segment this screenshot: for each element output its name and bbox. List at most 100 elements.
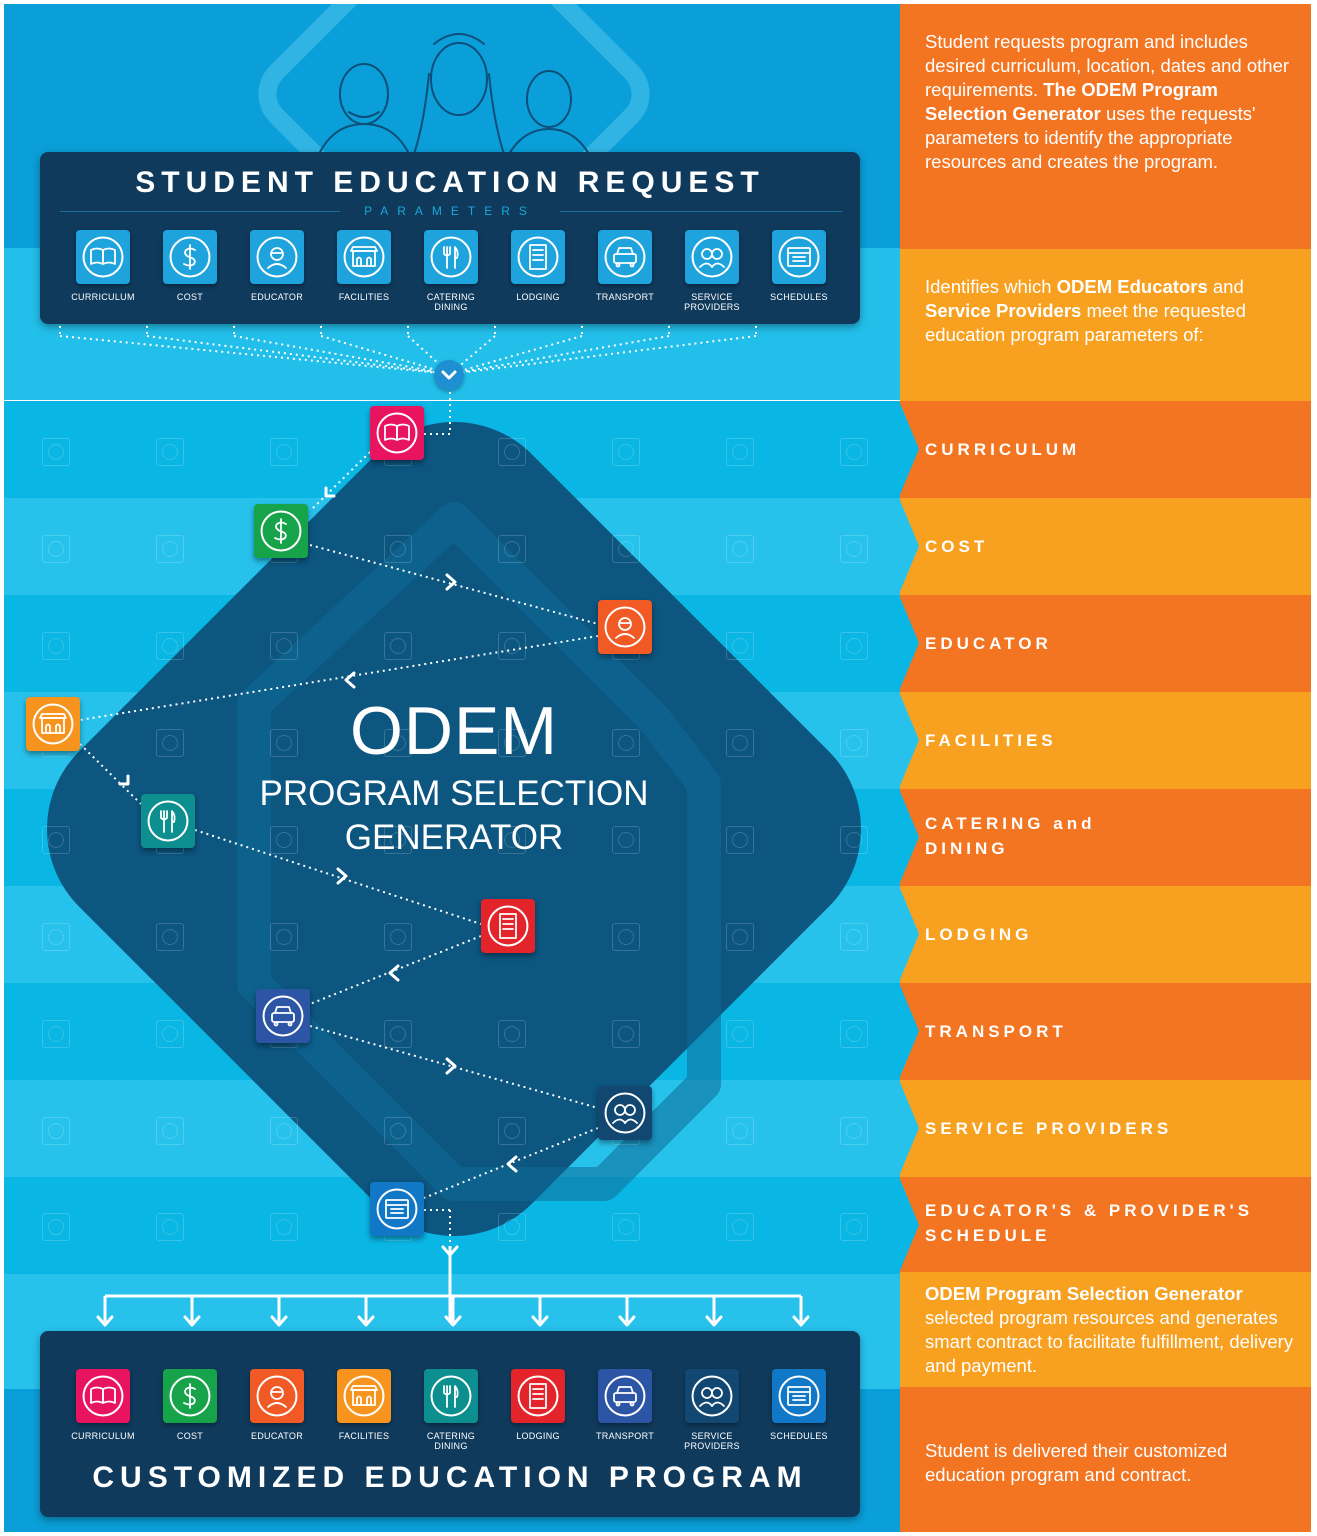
ghost-icon: [498, 1117, 526, 1145]
ghost-icon: [612, 729, 640, 757]
step-educator-tile: [598, 600, 652, 654]
dotted-connector: [423, 1127, 599, 1199]
people-icon: [685, 1369, 739, 1423]
ghost-icon: [384, 826, 412, 854]
dotted-connector: [449, 335, 757, 375]
ghost-icon: [840, 729, 868, 757]
param-item-educator: EDUCATOR: [234, 1369, 320, 1441]
param-item-service-providers: SERVICE PROVIDERS: [669, 1369, 755, 1451]
intro-text: Student requests program and includes de…: [925, 30, 1295, 174]
ghost-icon: [270, 826, 298, 854]
sidebar-row-1: CURRICULUM: [900, 401, 1311, 498]
ghost-icon: [612, 1213, 640, 1241]
arrow-chevron-icon: [118, 774, 130, 786]
ghost-icon: [726, 1117, 754, 1145]
param-label: TRANSPORT: [595, 292, 655, 302]
step-building-tile: [26, 697, 80, 751]
ghost-icon: [612, 923, 640, 951]
ghost-icon: [612, 535, 640, 563]
dotted-connector: [449, 335, 583, 375]
sidebar-row-label: EDUCATOR: [925, 634, 1052, 653]
car-icon: [598, 230, 652, 284]
arrow-chevron-icon: [324, 486, 336, 498]
ghost-icon: [726, 1020, 754, 1048]
sidebar-row-label: TRANSPORT: [925, 1022, 1067, 1041]
param-item-facilities: FACILITIES: [321, 230, 407, 302]
step-hotel-tile: [481, 899, 535, 953]
ghost-icon: [612, 1020, 640, 1048]
row-chevron-shape: [900, 983, 919, 1079]
ghost-icon: [498, 1213, 526, 1241]
dotted-connector: [311, 451, 371, 510]
selection-text-b: selected program resources and generates…: [925, 1307, 1294, 1376]
arrow-chevron-icon: [183, 1315, 201, 1327]
identify-text: Identifies which ODEM Educators and Serv…: [925, 275, 1295, 347]
ghost-icon: [840, 632, 868, 660]
dotted-connector: [79, 743, 142, 805]
selection-text: ODEM Program Selection Generator selecte…: [925, 1282, 1295, 1378]
ghost-icon: [42, 632, 70, 660]
arrow-chevron-icon: [96, 1315, 114, 1327]
identify-text-e: meet the requested education program par…: [925, 300, 1246, 345]
ghost-icon: [726, 923, 754, 951]
param-label: SERVICE PROVIDERS: [684, 292, 740, 312]
dotted-connector: [309, 935, 482, 1005]
arrow-chevron-icon: [336, 867, 348, 885]
ghost-icon: [384, 1117, 412, 1145]
dotted-connector: [79, 635, 599, 721]
sidebar-row-6: LODGING: [900, 886, 1311, 983]
ghost-icon: [840, 1213, 868, 1241]
param-label: FACILITIES: [338, 1431, 390, 1441]
ghost-icon: [840, 438, 868, 466]
ghost-icon: [156, 1020, 184, 1048]
output-title: CUSTOMIZED EDUCATION PROGRAM: [92, 1461, 808, 1494]
param-label: SCHEDULES: [770, 292, 828, 302]
param-item-schedules: SCHEDULES: [756, 1369, 842, 1441]
param-item-catering-dining: CATERING DINING: [408, 1369, 494, 1451]
hotel-icon: [511, 1369, 565, 1423]
sidebar-row-label: LODGING: [925, 925, 1033, 944]
ghost-icon: [612, 438, 640, 466]
arrow-chevron-icon: [618, 1315, 636, 1327]
odem-title: ODEM: [350, 693, 558, 769]
intro-text-c: uses the requests' parameters to identif…: [925, 103, 1256, 172]
description-sidebar: Student requests program and includes de…: [900, 4, 1311, 1532]
param-label: CATERING DINING: [426, 292, 476, 312]
dotted-connector: [320, 335, 451, 375]
ghost-icon: [726, 1213, 754, 1241]
building-icon: [337, 1369, 391, 1423]
sidebar-identify: Identifies which ODEM Educators and Serv…: [900, 249, 1311, 401]
param-item-facilities: FACILITIES: [321, 1369, 407, 1441]
fork-knife-icon: [424, 230, 478, 284]
ghost-icon: [270, 632, 298, 660]
educator-icon: [250, 1369, 304, 1423]
param-item-lodging: LODGING: [495, 1369, 581, 1441]
ghost-icon: [156, 1213, 184, 1241]
ghost-icon: [42, 1213, 70, 1241]
step-car-tile: [256, 989, 310, 1043]
generator-subtitle-line1: PROGRAM SELECTION: [259, 774, 649, 813]
identify-text-d: Service Providers: [925, 300, 1082, 321]
book-icon: [76, 230, 130, 284]
chevron-down-icon: [434, 360, 464, 390]
dotted-connector: [309, 1025, 599, 1109]
ghost-icon: [156, 923, 184, 951]
param-item-lodging: LODGING: [495, 230, 581, 302]
step-calendar-tile: [370, 1182, 424, 1236]
sidebar-row-7: TRANSPORT: [900, 983, 1311, 1080]
dotted-connector: [194, 829, 482, 925]
selection-text-a: ODEM Program Selection Generator: [925, 1283, 1243, 1304]
sidebar-intro: Student requests program and includes de…: [900, 4, 1311, 249]
ghost-icon: [270, 438, 298, 466]
dotted-connector: [146, 335, 451, 375]
building-icon: [337, 230, 391, 284]
sidebar-row-label: EDUCATOR'S & PROVIDER'S SCHEDULE: [925, 1201, 1254, 1245]
ghost-icon: [498, 632, 526, 660]
param-item-service-providers: SERVICE PROVIDERS: [669, 230, 755, 312]
row-chevron-shape: [900, 498, 919, 594]
calendar-icon: [772, 1369, 826, 1423]
row-chevron-shape: [900, 1177, 919, 1273]
ghost-icon: [840, 923, 868, 951]
ghost-icon: [498, 535, 526, 563]
